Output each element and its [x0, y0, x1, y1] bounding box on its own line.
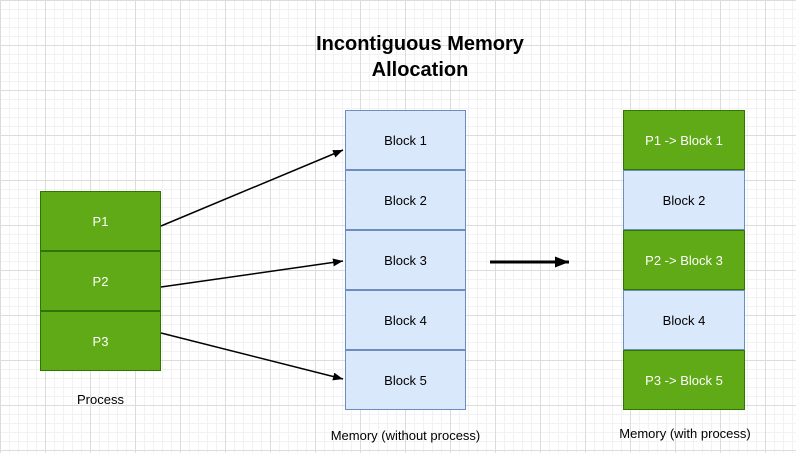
- allocated-block-1: P1 -> Block 1: [623, 110, 745, 170]
- memory-without-process-caption: Memory (without process): [330, 428, 481, 443]
- diagram-title-line1: Incontiguous Memory: [316, 33, 524, 55]
- process-caption: Process: [77, 392, 124, 407]
- process-box: P1 P2 P3: [40, 191, 161, 371]
- free-block-4: Block 4: [623, 290, 745, 350]
- memory-block-4: Block 4: [345, 290, 466, 350]
- process-segment-label: P1: [92, 213, 109, 229]
- memory-block-label: Block 3: [384, 252, 427, 268]
- memory-block-5: Block 5: [345, 350, 466, 410]
- diagram-title: Incontiguous Memory Allocation: [120, 31, 720, 83]
- memory-block-2: Block 2: [345, 170, 466, 230]
- arrow-p1-to-block1: [160, 149, 344, 227]
- arrow-p2-to-block3: [160, 258, 344, 288]
- free-block-label: Block 2: [662, 192, 706, 208]
- allocated-block-3: P2 -> Block 3: [623, 230, 745, 290]
- arrow-p3-to-block5: [160, 332, 344, 381]
- memory-without-process-column: Block 1 Block 2 Block 3 Block 4 Block 5: [345, 110, 466, 410]
- allocated-block-label: P3 -> Block 5: [645, 372, 723, 388]
- memory-block-label: Block 2: [384, 192, 427, 208]
- diagram-title-line2: Allocation: [371, 59, 469, 81]
- free-block-2: Block 2: [623, 170, 745, 230]
- process-segment-label: P3: [92, 333, 109, 349]
- memory-block-label: Block 4: [384, 312, 427, 328]
- process-segment-p2: P2: [40, 251, 161, 311]
- allocated-block-label: P2 -> Block 3: [645, 252, 723, 268]
- free-block-label: Block 4: [662, 312, 706, 328]
- process-segment-p1: P1: [40, 191, 161, 251]
- memory-with-process-caption: Memory (with process): [619, 426, 751, 441]
- process-segment-p3: P3: [40, 311, 161, 371]
- memory-block-label: Block 5: [384, 372, 427, 388]
- memory-block-label: Block 1: [384, 132, 427, 148]
- allocated-block-5: P3 -> Block 5: [623, 350, 745, 410]
- memory-block-3: Block 3: [345, 230, 466, 290]
- memory-block-1: Block 1: [345, 110, 466, 170]
- memory-with-process-column: P1 -> Block 1 Block 2 P2 -> Block 3 Bloc…: [623, 110, 745, 410]
- allocated-block-label: P1 -> Block 1: [645, 132, 723, 148]
- process-segment-label: P2: [92, 273, 109, 289]
